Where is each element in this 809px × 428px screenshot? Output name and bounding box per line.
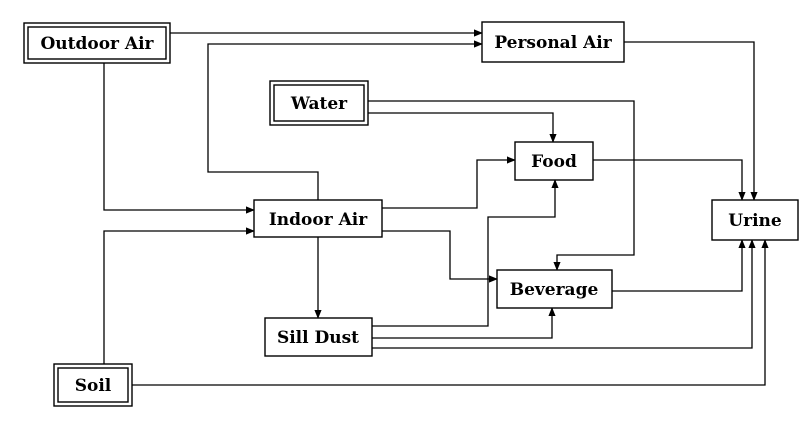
edge-sill-dust-to-food	[372, 179, 559, 327]
edge-outdoor-air-to-indoor-air	[103, 63, 255, 214]
edge-indoor-air-to-food	[382, 156, 516, 209]
node-soil: Soil	[53, 363, 133, 407]
node-personal-air-label: Personal Air	[494, 33, 612, 53]
edge-personal-air-to-urine	[624, 41, 758, 201]
node-water: Water	[269, 80, 369, 126]
edge-soil-to-indoor-air	[103, 227, 255, 364]
edges	[103, 29, 769, 386]
node-urine: Urine	[711, 199, 799, 241]
edge-food-to-urine	[593, 159, 746, 201]
edge-water-to-beverage	[368, 100, 635, 271]
node-sill-dust: Sill Dust	[264, 317, 373, 357]
node-food: Food	[514, 141, 594, 181]
edge-sill-dust-to-urine	[372, 239, 756, 349]
edge-soil-to-urine	[132, 239, 769, 386]
node-beverage-label: Beverage	[510, 280, 599, 300]
node-sill-dust-label: Sill Dust	[277, 328, 359, 348]
node-water-label: Water	[290, 94, 348, 114]
edge-beverage-to-urine	[612, 239, 746, 292]
node-indoor-air: Indoor Air	[253, 199, 383, 238]
node-indoor-air-label: Indoor Air	[269, 210, 368, 230]
node-beverage: Beverage	[496, 269, 613, 309]
node-food-label: Food	[531, 152, 577, 172]
node-personal-air: Personal Air	[481, 21, 625, 63]
edge-water-to-food	[368, 112, 557, 143]
node-outdoor-air-label: Outdoor Air	[40, 34, 154, 54]
node-soil-label: Soil	[75, 376, 112, 396]
node-urine-label: Urine	[728, 211, 782, 231]
node-outdoor-air: Outdoor Air	[23, 22, 171, 64]
edge-indoor-air-to-beverage	[382, 230, 498, 283]
edge-sill-dust-to-beverage	[372, 307, 556, 339]
edge-indoor-air-to-personal-air	[207, 40, 483, 200]
